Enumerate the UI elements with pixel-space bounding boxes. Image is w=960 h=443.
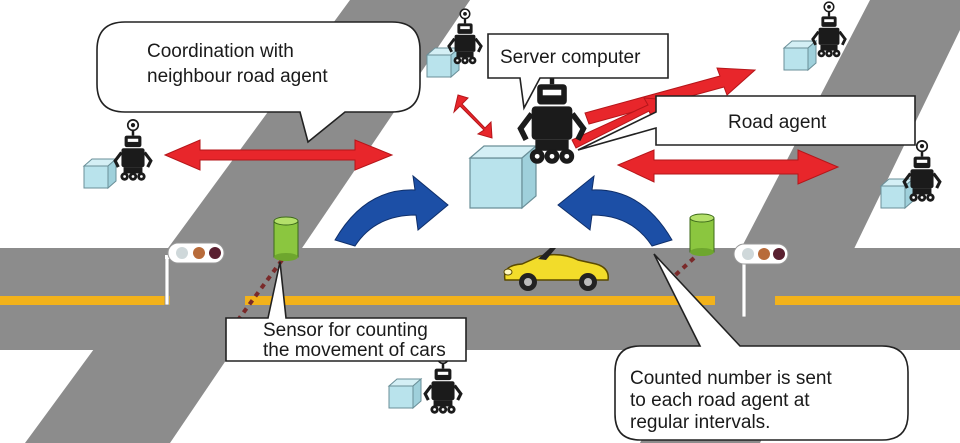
- coordination-label-line2: neighbour road agent: [147, 66, 328, 87]
- double-arrow-left: [163, 139, 394, 171]
- lane-marking-center: [245, 296, 715, 305]
- coordination-arrows: [163, 67, 840, 185]
- robot-icon: [113, 118, 153, 183]
- road-agent-label: Road agent: [728, 112, 827, 133]
- sensor-label-line2: the movement of cars: [263, 340, 446, 361]
- road-agent-top-right: [783, 0, 847, 71]
- curved-arrow-left: [334, 174, 449, 247]
- sensor-icon: [273, 220, 299, 258]
- callout-road-agent: Road agent: [577, 95, 916, 151]
- server-box-icon: [880, 178, 914, 209]
- traffic-light-right: [733, 243, 789, 318]
- traffic-light-left: [164, 242, 225, 306]
- server-box-icon: [83, 158, 117, 189]
- callout-counted: Counted number is sent to each road agen…: [614, 253, 909, 441]
- lane-marking-left: [0, 296, 170, 305]
- server-computer-icon: [468, 144, 538, 210]
- coordination-label-line1: Coordination with: [147, 41, 294, 62]
- sensor-left: [236, 216, 299, 322]
- server-box-icon: [783, 40, 817, 71]
- lane-marking-right: [775, 296, 960, 305]
- car-icon: [503, 248, 609, 291]
- data-flow-arrows: [334, 174, 673, 247]
- curved-arrow-right: [557, 174, 673, 247]
- road-agent-bottom: [388, 351, 463, 416]
- sensor-right: [668, 213, 715, 282]
- counted-label-line3: regular intervals.: [630, 412, 770, 433]
- callout-sensor: Sensor for counting the movement of cars: [225, 261, 467, 362]
- callout-server: Server computer: [487, 33, 669, 111]
- road-agent-left: [83, 118, 153, 189]
- callout-coordination: Coordination with neighbour road agent: [96, 21, 421, 144]
- double-arrow-right: [616, 149, 840, 185]
- sensor-label-line1: Sensor for counting: [263, 320, 428, 341]
- server-box-icon: [426, 47, 460, 78]
- counted-label-line1: Counted number is sent: [630, 368, 832, 389]
- robot-icon: [811, 0, 847, 59]
- server-box-icon: [388, 378, 422, 409]
- double-arrow-server: [453, 94, 493, 139]
- robot-icon: [423, 351, 463, 416]
- counted-label-line2: to each road agent at: [630, 390, 810, 411]
- server-label: Server computer: [500, 47, 641, 68]
- sensor-icon: [689, 217, 715, 253]
